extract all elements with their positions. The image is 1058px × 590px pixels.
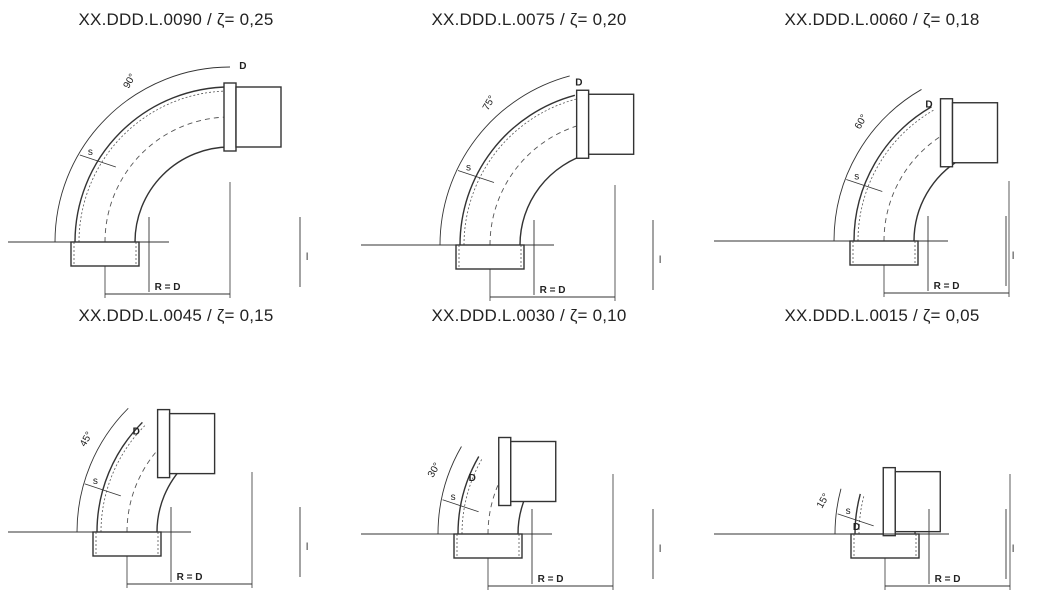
- top-spigot: [882, 466, 941, 537]
- bottom-spigot: [92, 531, 162, 557]
- s-marker: [457, 170, 495, 183]
- angle-label: 90°: [122, 72, 139, 91]
- outer-wall: [853, 106, 932, 242]
- angle-arc: [834, 488, 842, 535]
- elbow-title: XX.DDD.L.0090 / ζ= 0,25: [78, 10, 274, 29]
- inner-wall: [519, 152, 591, 246]
- s-label: s: [854, 171, 859, 182]
- top-spigot: [939, 98, 999, 168]
- s-marker: [837, 513, 874, 527]
- centre-line: [489, 123, 583, 246]
- s-marker: [79, 154, 116, 168]
- r-label: R = D: [538, 574, 564, 585]
- s-label: s: [846, 506, 851, 517]
- outer-wall: [459, 94, 576, 246]
- angle-arc: [54, 66, 231, 243]
- bottom-spigot: [455, 244, 525, 270]
- s-marker: [442, 499, 479, 513]
- angle-arc: [439, 75, 570, 246]
- outer-wall-hidden: [78, 90, 231, 243]
- angle-arc: [76, 407, 129, 533]
- d-label: D: [853, 522, 860, 533]
- r-label: R = D: [934, 281, 960, 292]
- inner-wall: [134, 146, 231, 243]
- elbow-drawing: R = D l 15° sD: [714, 466, 1014, 590]
- l-label: l: [659, 544, 661, 555]
- outer-wall: [96, 421, 143, 533]
- centre-line: [126, 443, 164, 533]
- bottom-spigot: [849, 240, 919, 266]
- centre-line: [883, 132, 947, 242]
- elbow-figure-60: XX.DDD.L.0060 / ζ= 0,18 R = D l 60° s D: [706, 0, 1058, 297]
- l-label: l: [1012, 544, 1014, 555]
- top-spigot: [223, 82, 282, 152]
- angle-label: 45°: [78, 430, 95, 449]
- l-label: l: [306, 252, 308, 263]
- elbow-figure-75: XX.DDD.L.0075 / ζ= 0,20 R = D l 75° s D: [353, 0, 705, 301]
- elbow-title: XX.DDD.L.0030 / ζ= 0,10: [431, 306, 627, 325]
- elbow-figure-90: XX.DDD.L.0090 / ζ= 0,25 R = D l 90° s D: [0, 0, 352, 298]
- outer-wall-hidden: [100, 424, 146, 533]
- r-label: R = D: [177, 572, 203, 583]
- elbow-figure-45: XX.DDD.L.0045 / ζ= 0,15 R = D l 45° s D: [0, 296, 352, 590]
- angle-label: 15°: [815, 492, 832, 511]
- angle-label: 75°: [481, 94, 498, 113]
- bottom-spigot: [70, 241, 140, 267]
- angle-label: 60°: [853, 113, 870, 132]
- bottom-spigot: [453, 533, 523, 559]
- elbow-title: XX.DDD.L.0075 / ζ= 0,20: [431, 10, 627, 29]
- s-marker: [84, 483, 121, 497]
- elbow-drawing: R = D l 60° s D: [714, 89, 1014, 297]
- outer-wall-hidden: [463, 98, 577, 246]
- outer-wall: [74, 86, 231, 243]
- top-spigot: [575, 89, 635, 159]
- elbow-drawing: R = D l 75° s D: [361, 75, 661, 301]
- r-label: R = D: [540, 285, 566, 296]
- outer-wall-hidden: [461, 458, 483, 535]
- d-label: D: [925, 99, 932, 110]
- angle-arc: [437, 446, 462, 535]
- outer-wall-hidden: [857, 109, 934, 242]
- d-label: D: [239, 61, 246, 72]
- elbow-title: XX.DDD.L.0045 / ζ= 0,15: [78, 306, 274, 325]
- elbow-title: XX.DDD.L.0015 / ζ= 0,05: [784, 306, 980, 325]
- angle-label: 30°: [426, 461, 443, 480]
- l-label: l: [659, 255, 661, 266]
- outer-wall: [457, 456, 480, 535]
- r-label: R = D: [155, 282, 181, 293]
- bottom-spigot: [850, 533, 920, 559]
- d-label: D: [469, 473, 476, 484]
- angle-arc: [833, 89, 922, 242]
- elbow-drawing: R = D l 45° s D: [8, 407, 308, 588]
- s-label: s: [88, 147, 93, 158]
- s-label: s: [466, 162, 471, 173]
- l-label: l: [306, 542, 308, 553]
- elbow-figure-30: XX.DDD.L.0030 / ζ= 0,10 R = D l 30° s D: [353, 296, 705, 590]
- r-label: R = D: [935, 574, 961, 585]
- d-label: D: [133, 427, 140, 438]
- s-label: s: [93, 476, 98, 487]
- l-label: l: [1012, 251, 1014, 262]
- d-label: D: [575, 78, 582, 89]
- top-spigot: [498, 436, 557, 507]
- s-label: s: [451, 492, 456, 503]
- inner-wall: [913, 158, 962, 242]
- elbow-drawing: R = D l 30° s D: [361, 436, 661, 590]
- elbow-title: XX.DDD.L.0060 / ζ= 0,18: [784, 10, 980, 29]
- s-marker: [846, 179, 883, 192]
- centre-line: [104, 116, 231, 243]
- elbow-drawing: R = D l 90° s D: [8, 61, 308, 298]
- top-spigot: [156, 408, 216, 479]
